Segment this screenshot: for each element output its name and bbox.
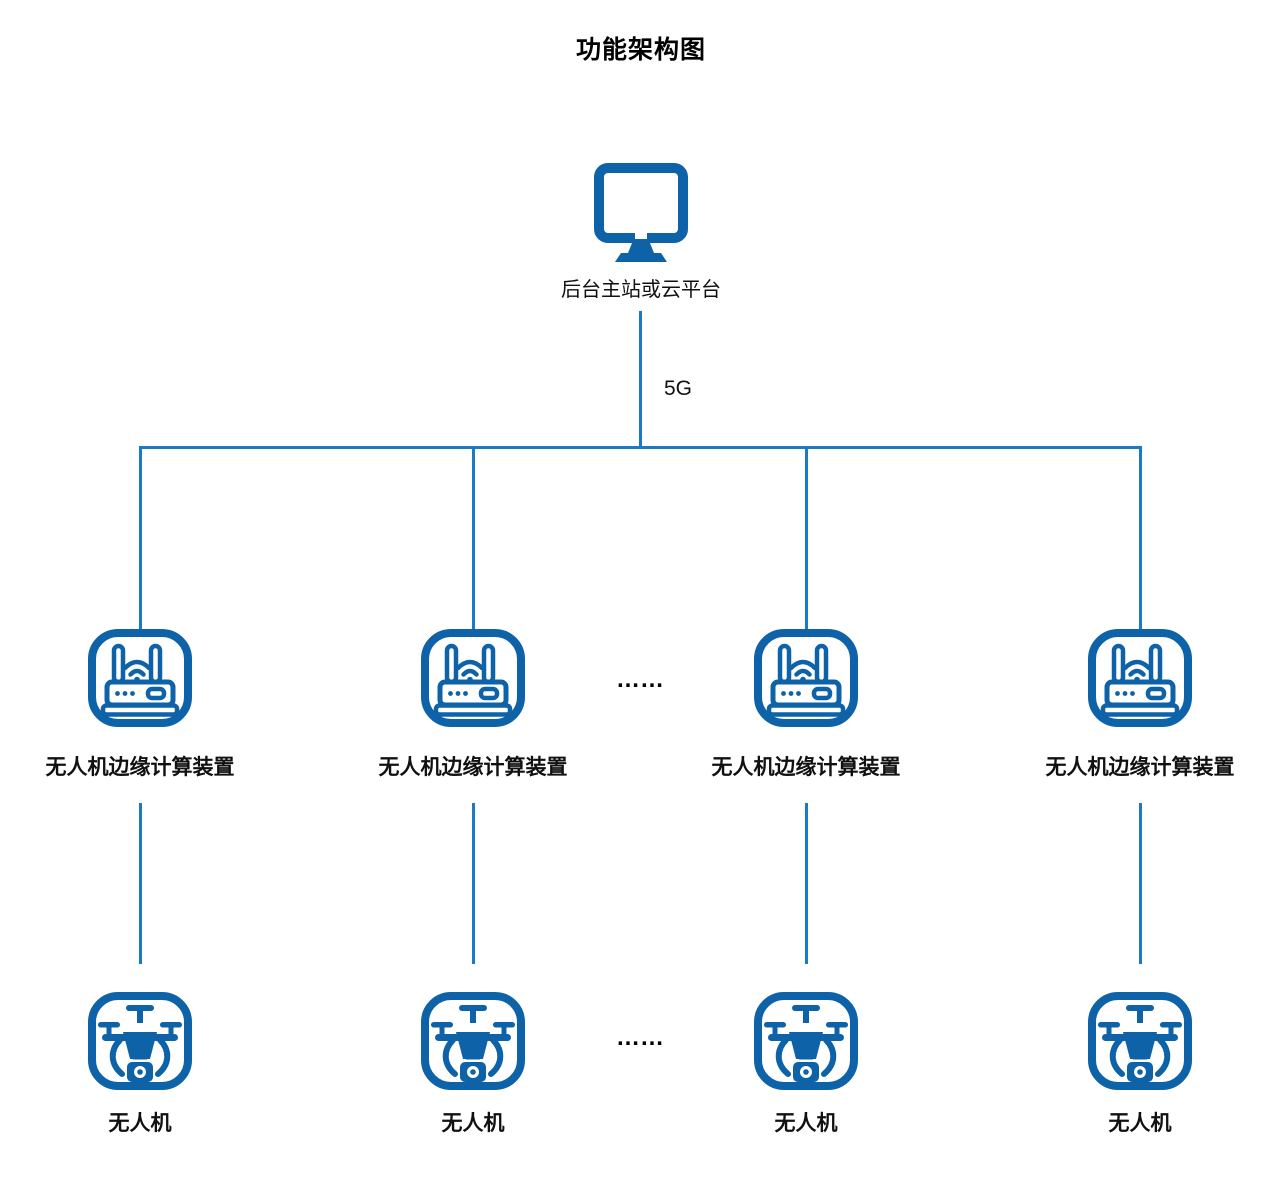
ellipsis-devices: …… xyxy=(616,666,664,693)
edge-device-label: 无人机边缘计算装置 xyxy=(1045,756,1235,779)
drop-line xyxy=(472,446,475,631)
edge-device-label: 无人机边缘计算装置 xyxy=(378,756,568,779)
diagram-title: 功能架构图 xyxy=(575,36,706,64)
connector-line xyxy=(472,803,475,964)
drone-icon xyxy=(88,992,192,1090)
drone-label: 无人机 xyxy=(108,1112,172,1135)
drone-label: 无人机 xyxy=(1108,1112,1172,1135)
edge-device-label: 无人机边缘计算装置 xyxy=(45,756,235,779)
router-icon xyxy=(421,629,525,727)
drop-line xyxy=(1139,446,1142,631)
drone-icon xyxy=(421,992,525,1090)
drone-label: 无人机 xyxy=(774,1112,838,1135)
connector-line xyxy=(1139,803,1142,964)
drone-icon xyxy=(754,992,858,1090)
router-icon xyxy=(754,629,858,727)
drop-line xyxy=(139,446,142,631)
router-icon xyxy=(88,629,192,727)
bus-line xyxy=(139,446,1142,449)
root-node-label: 后台主站或云平台 xyxy=(561,279,721,301)
connector-line xyxy=(805,803,808,964)
edge-device-label: 无人机边缘计算装置 xyxy=(711,756,901,779)
connector-line xyxy=(139,803,142,964)
monitor-icon xyxy=(591,162,691,264)
drone-label: 无人机 xyxy=(441,1112,505,1135)
root-link-line xyxy=(639,311,642,447)
drop-line xyxy=(805,446,808,631)
ellipsis-drones: …… xyxy=(616,1024,664,1051)
drone-icon xyxy=(1088,992,1192,1090)
router-icon xyxy=(1088,629,1192,727)
link-5g-label: 5G xyxy=(664,377,693,400)
